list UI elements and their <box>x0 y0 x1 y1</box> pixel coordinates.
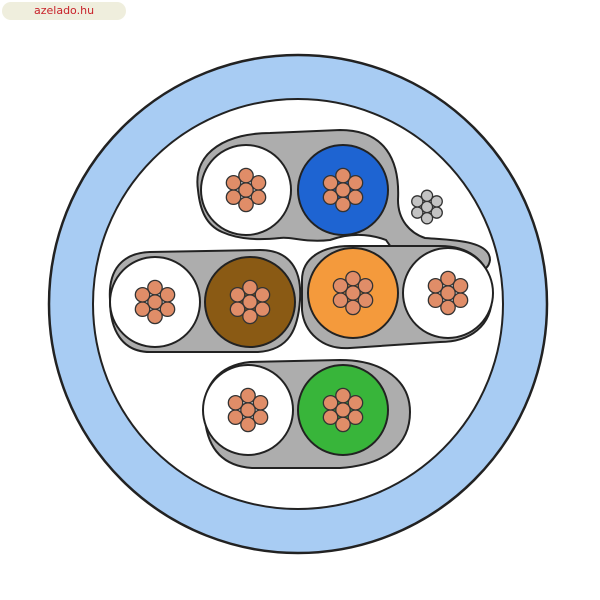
green-pair-conductor-1-strand <box>240 416 256 433</box>
brown-pair-conductor-1-strand <box>159 286 176 303</box>
green-pair-conductor-2-strand <box>322 394 339 411</box>
green-pair-conductor-2-strand <box>347 394 364 411</box>
brown-pair-conductor-2-strand <box>242 308 258 325</box>
blue-pair-conductor-2-strand <box>335 167 351 184</box>
green-pair-conductor-2-strand <box>335 387 351 404</box>
blue-pair-conductor-2-strand <box>322 174 339 191</box>
orange-pair-conductor-1-strand <box>332 277 349 294</box>
blue-pair-conductor-1-strand <box>225 189 242 206</box>
brown-pair-conductor-1-strand <box>134 301 151 318</box>
green-pair <box>202 364 389 456</box>
orange-pair-conductor-1-strand <box>345 299 361 316</box>
brown-pair-conductor-2-strand <box>242 279 258 296</box>
blue-pair-conductor-2-strand <box>347 174 364 191</box>
conductors <box>109 144 494 456</box>
blue-pair <box>200 144 389 236</box>
brown-pair-conductor-1-strand <box>134 286 151 303</box>
orange-pair-conductor-1-strand <box>357 277 374 294</box>
drain-wire-strand <box>411 195 424 208</box>
blue-pair-conductor-2-strand <box>322 189 339 206</box>
brown-pair <box>109 256 296 348</box>
blue-pair-conductor-1-strand <box>238 167 254 184</box>
green-pair-conductor-2-strand <box>335 416 351 433</box>
orange-pair <box>307 247 494 339</box>
brown-pair-conductor-2-strand <box>254 286 271 303</box>
green-pair-conductor-1-strand <box>227 409 244 426</box>
drain-wire-strand <box>411 206 424 219</box>
blue-pair-conductor-1-strand <box>225 174 242 191</box>
green-pair-conductor-1-strand <box>240 387 256 404</box>
drain-wire-strand <box>420 189 434 203</box>
orange-pair-conductor-2-strand <box>427 277 444 294</box>
orange-pair-conductor-1-strand <box>345 270 361 287</box>
drain-wire-strand <box>430 195 443 208</box>
blue-pair-conductor-1-strand <box>250 174 267 191</box>
brown-pair-conductor-2-strand <box>229 301 246 318</box>
orange-pair-conductor-2-strand <box>440 299 456 316</box>
watermark: azelado.hu <box>2 2 126 20</box>
brown-pair-conductor-1-strand <box>147 308 163 325</box>
brown-pair-conductor-1-strand <box>147 279 163 296</box>
orange-pair-conductor-2-strand <box>452 277 469 294</box>
green-pair-conductor-1-strand <box>227 394 244 411</box>
drain-wire <box>411 189 443 225</box>
brown-pair-conductor-2-strand <box>229 286 246 303</box>
orange-pair-conductor-2-strand <box>440 270 456 287</box>
blue-pair-conductor-1-strand <box>238 196 254 213</box>
drain-wire-strand <box>420 211 434 225</box>
green-pair-conductor-2-strand <box>322 409 339 426</box>
orange-pair-conductor-1-strand <box>332 292 349 309</box>
orange-pair-conductor-2-strand <box>427 292 444 309</box>
green-pair-conductor-1-strand <box>252 394 269 411</box>
blue-pair-conductor-2-strand <box>335 196 351 213</box>
